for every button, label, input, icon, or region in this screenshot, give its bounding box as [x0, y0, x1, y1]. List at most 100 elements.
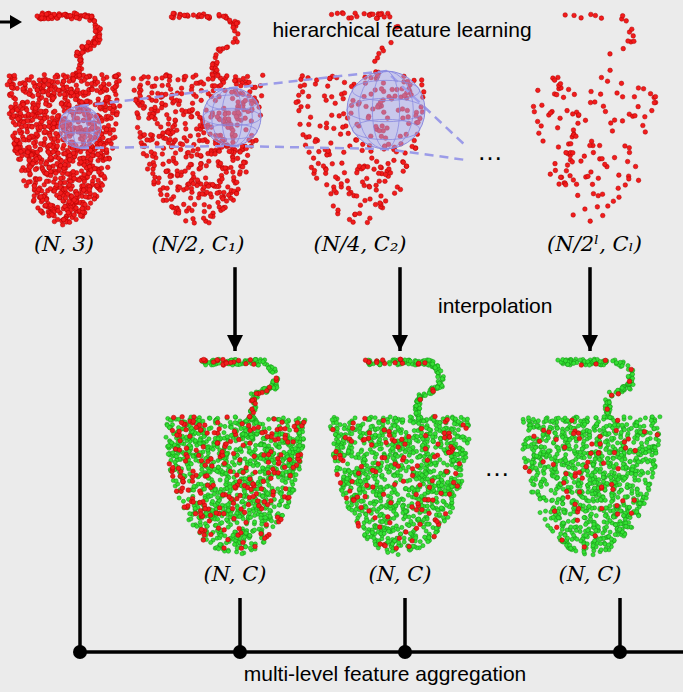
- point: [211, 183, 216, 188]
- point: [177, 185, 182, 190]
- point: [41, 84, 46, 89]
- point: [367, 185, 372, 190]
- point: [191, 216, 196, 221]
- point: [532, 109, 537, 114]
- point: [113, 85, 118, 90]
- point: [329, 141, 334, 146]
- point: [135, 111, 140, 116]
- point: [184, 186, 189, 191]
- point: [201, 82, 206, 87]
- point: [231, 40, 236, 45]
- point: [28, 173, 33, 178]
- point: [71, 169, 76, 174]
- point: [367, 184, 372, 189]
- point: [11, 134, 16, 139]
- point: [341, 111, 346, 116]
- point: [333, 101, 338, 106]
- point: [223, 166, 228, 171]
- point: [329, 12, 334, 17]
- point: [148, 132, 153, 137]
- point: [39, 16, 44, 21]
- point: [214, 53, 219, 58]
- point: [338, 132, 343, 137]
- point: [189, 186, 194, 191]
- point: [351, 220, 356, 225]
- point: [98, 105, 103, 110]
- point: [392, 191, 397, 196]
- point: [135, 125, 140, 130]
- point: [231, 158, 236, 163]
- point: [362, 11, 367, 16]
- point: [152, 84, 157, 89]
- point: [330, 161, 335, 166]
- point: [37, 82, 42, 87]
- point: [63, 151, 68, 156]
- point: [203, 176, 208, 181]
- point: [145, 138, 150, 143]
- point: [44, 12, 49, 17]
- point: [236, 187, 241, 192]
- point: [46, 150, 51, 155]
- point: [47, 120, 52, 125]
- point: [206, 184, 211, 189]
- point: [376, 171, 381, 176]
- point: [48, 186, 53, 191]
- point: [138, 130, 143, 135]
- point: [217, 47, 222, 52]
- point: [72, 176, 77, 181]
- point: [61, 217, 66, 222]
- point: [98, 142, 103, 147]
- point: [65, 85, 70, 90]
- point: [597, 143, 602, 148]
- point: [360, 148, 365, 153]
- point: [299, 104, 304, 109]
- point: [83, 194, 88, 199]
- point: [154, 76, 159, 81]
- point: [302, 83, 307, 88]
- point: [63, 162, 68, 167]
- point: [157, 176, 162, 181]
- point: [379, 165, 384, 170]
- point: [25, 150, 30, 155]
- point: [75, 50, 80, 55]
- point: [78, 58, 83, 63]
- point: [174, 161, 179, 166]
- tensor-shape-label: (N/4, C₂): [313, 232, 406, 257]
- point: [636, 178, 641, 183]
- point: [52, 189, 57, 194]
- point: [198, 162, 203, 167]
- point: [150, 91, 155, 96]
- point: [377, 51, 382, 56]
- point: [43, 204, 48, 209]
- point: [43, 137, 48, 142]
- point-cloud: [527, 8, 662, 230]
- point: [68, 14, 73, 19]
- point: [631, 34, 636, 39]
- point: [93, 29, 98, 34]
- point: [50, 212, 55, 217]
- point: [325, 84, 330, 89]
- point: [377, 179, 382, 184]
- point: [101, 135, 106, 140]
- point: [173, 151, 178, 156]
- point: [180, 142, 185, 147]
- point: [39, 195, 44, 200]
- point: [32, 198, 37, 203]
- point: [110, 136, 115, 141]
- point: [383, 172, 388, 177]
- point: [114, 122, 119, 127]
- point: [231, 170, 236, 175]
- point: [92, 19, 97, 24]
- point: [154, 98, 159, 103]
- point: [192, 202, 197, 207]
- point: [97, 34, 102, 39]
- point: [98, 188, 103, 193]
- point: [316, 161, 321, 166]
- point: [39, 160, 44, 165]
- point: [179, 91, 184, 96]
- point: [168, 87, 173, 92]
- point: [114, 92, 119, 97]
- point: [189, 114, 194, 119]
- point: [69, 194, 74, 199]
- point: [171, 11, 176, 16]
